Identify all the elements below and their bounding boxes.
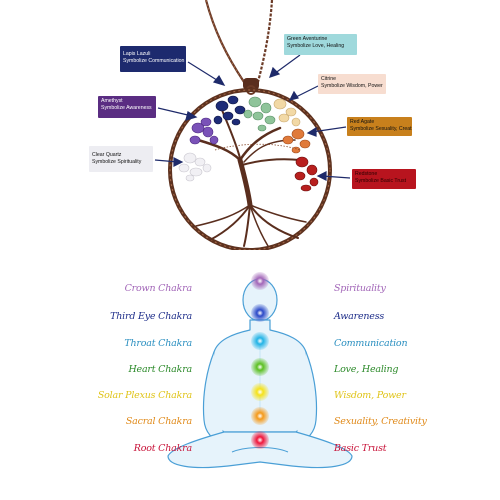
callout-arrows [154,54,351,181]
callout-citrine: Citrine Symbolize Wisdom, Power [318,74,386,94]
necklace-chain [204,0,274,83]
red-agate-stones [282,128,311,154]
stone-meaning: Symbolize Wisdom, Power [321,83,383,89]
green-aventurine-stones [243,96,276,132]
tree-trunk [195,109,307,247]
redstone-stones [294,156,319,192]
stone-meaning: Symbolize Love, Healing [287,43,345,49]
chakra-name: Crown Chakra [124,283,193,294]
chakra-name: Heart Chakra [128,364,192,375]
chakra-name: Sacral Chakra [125,416,192,427]
chakra-meaning: Wisdom, Power [334,390,406,401]
stone-name: Lapis Lazuli [123,51,151,57]
chakra-meaning: Communication [334,338,408,349]
stone-name: Green Aventurine [287,36,328,42]
stone-meaning: Symbolize Sexuality, Creativity [350,126,412,132]
callout-lapis-lazuli: Lapis Lazuli Symbolize Communication [120,46,186,72]
stone-name: Citrine [321,76,336,82]
stone-meaning: Symbolize Spirituality [92,159,142,165]
chakra-meaning: Love, Healing [334,364,399,375]
callout-amethyst: Amethyst Symbolize Awareness [98,96,156,118]
chakra-meaning: Spirituality [334,283,386,294]
callout-red-agate: Red Agate Symbolize Sexuality, Creativit… [347,117,412,136]
callout-redstone: Redstone Symbolize Basic Trust [352,169,416,189]
chakra-name: Third Eye Chakra [110,311,192,322]
chakra-name: Root Chakra [133,443,192,454]
citrine-stones [273,98,301,127]
callout-clear-quartz: Clear Quartz Symbolize Spirituality [89,146,153,172]
stone-name: Redstone [355,171,378,177]
chakra-meaning: Awareness [334,311,385,322]
chakra-name: Throat Chakra [124,338,192,349]
chakra-name: Solar Plexus Chakra [97,390,192,401]
clear-quartz-stones [178,152,212,182]
stone-meaning: Symbolize Basic Trust [355,178,407,184]
stone-meaning: Symbolize Awareness [101,105,152,111]
chakra-meaning: Sexuality, Creativity [334,416,427,427]
lapis-lazuli-stones [213,95,246,126]
tree-of-life-pendant [154,0,351,250]
stone-name: Clear Quartz [92,152,122,158]
callout-green-aventurine: Green Aventurine Symbolize Love, Healing [284,34,357,55]
amethyst-stones [189,117,219,145]
stone-name: Red Agate [350,119,375,125]
meditation-silhouette [167,272,353,469]
stone-name: Amethyst [101,98,123,104]
chakra-dots [251,272,269,449]
chakra-meaning: Basic Trust [334,443,387,454]
stone-meaning: Symbolize Communication [123,58,185,64]
